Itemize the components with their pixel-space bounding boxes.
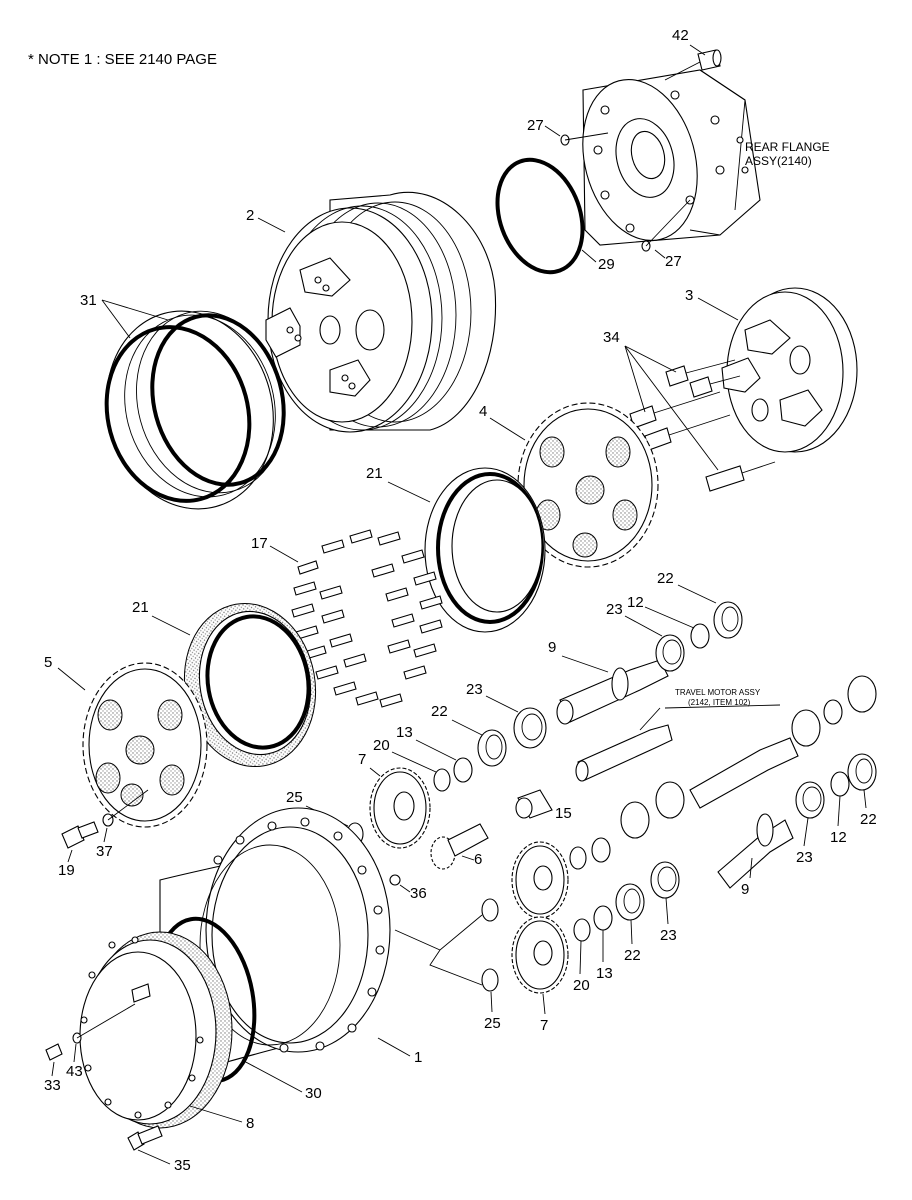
- callout-17: 17: [251, 535, 268, 552]
- part-12-spacer-b: [830, 771, 850, 797]
- svg-text:(2142, ITEM 102): (2142, ITEM 102): [688, 698, 751, 707]
- leader-connector: [394, 914, 483, 986]
- callout-21-b: 21: [132, 599, 149, 616]
- part-9-shaft-b: [717, 813, 794, 889]
- part-7-gear-b: [511, 841, 569, 994]
- part-7-gear-a: [369, 767, 431, 849]
- callout-20-a: 20: [373, 737, 390, 754]
- part-31-seal: [104, 310, 286, 510]
- callout-5: 5: [44, 654, 52, 671]
- svg-text:ASSY(2140): ASSY(2140): [745, 154, 812, 168]
- part-2-housing: [265, 191, 497, 433]
- part-9-shaft-a: [556, 659, 669, 725]
- note-text: * NOTE 1 : SEE 2140 PAGE: [28, 51, 217, 68]
- part-21-washer-a: [424, 467, 546, 633]
- ring-mid-right: [591, 837, 611, 863]
- part-36-pin: [389, 874, 401, 886]
- part-6-pinion: [430, 823, 489, 870]
- callout-12-b: 12: [830, 829, 847, 846]
- callout-13-a: 13: [396, 724, 413, 741]
- callout-3: 3: [685, 287, 693, 304]
- callout-6: 6: [474, 851, 482, 868]
- part-20-ring-b: [573, 918, 591, 942]
- rear-flange-assy: [582, 69, 761, 246]
- shaft-mid-right: [689, 737, 799, 809]
- part-21-washer-b: [183, 602, 317, 768]
- callout-23-a: 23: [606, 601, 623, 618]
- part-34-pins: [629, 359, 776, 492]
- part-5-gear: [82, 662, 208, 828]
- part-13-ring-a: [453, 757, 473, 783]
- callout-22-a: 22: [657, 570, 674, 587]
- bearing-mid-right-2: [620, 801, 650, 839]
- bearing-upper-right: [847, 675, 877, 713]
- callout-22-c: 22: [860, 811, 877, 828]
- part-25-ring-b: [481, 968, 499, 992]
- callout-23-c: 23: [796, 849, 813, 866]
- bearing-mid-right: [655, 781, 685, 819]
- part-3-carrier: [721, 287, 858, 453]
- callout-25-a: 25: [286, 789, 303, 806]
- callout-8: 8: [246, 1115, 254, 1132]
- callout-42: 42: [672, 27, 689, 44]
- callout-19: 19: [58, 862, 75, 879]
- callout-36: 36: [410, 885, 427, 902]
- callout-27-b: 27: [665, 253, 682, 270]
- part-42-pin: [664, 49, 722, 81]
- callout-21-a: 21: [366, 465, 383, 482]
- callout-31: 31: [80, 292, 97, 309]
- callout-9-a: 9: [548, 639, 556, 656]
- callout-37: 37: [96, 843, 113, 860]
- callout-15: 15: [555, 805, 572, 822]
- svg-text:REAR FLANGE: REAR FLANGE: [745, 140, 830, 154]
- part-19-bolt: [61, 821, 99, 849]
- callout-7-b: 7: [540, 1017, 548, 1034]
- travel-motor-label: TRAVEL MOTOR ASSY (2142, ITEM 102): [639, 688, 781, 731]
- travel-motor-shaft: [575, 724, 673, 782]
- part-29-oring: [495, 157, 585, 275]
- callout-33: 33: [44, 1077, 61, 1094]
- callout-9-b: 9: [741, 881, 749, 898]
- callout-23-d: 23: [660, 927, 677, 944]
- part-13-ring-b: [593, 905, 613, 931]
- callout-2: 2: [246, 207, 254, 224]
- part-4-gear: [517, 402, 659, 568]
- callout-35: 35: [174, 1157, 191, 1174]
- svg-text:TRAVEL MOTOR ASSY: TRAVEL MOTOR ASSY: [675, 688, 761, 697]
- callout-20-b: 20: [573, 977, 590, 994]
- callout-1: 1: [414, 1049, 422, 1066]
- callout-22-b: 22: [431, 703, 448, 720]
- callout-25-b: 25: [484, 1015, 501, 1032]
- callout-27-a: 27: [527, 117, 544, 134]
- callout-7-a: 7: [358, 751, 366, 768]
- part-15-bushing: [515, 789, 553, 819]
- bearing-upper-right-2: [791, 709, 821, 747]
- part-25-ring-b-upper: [481, 898, 499, 922]
- part-12-spacer-a: [690, 623, 710, 649]
- part-8-cover: [79, 931, 233, 1129]
- callout-43: 43: [66, 1063, 83, 1080]
- ring-upper-right: [823, 699, 843, 725]
- callout-30: 30: [305, 1085, 322, 1102]
- callout-13-b: 13: [596, 965, 613, 982]
- part-17-rollers: [291, 529, 443, 708]
- part-20-ring-a: [433, 768, 451, 792]
- callout-29: 29: [598, 256, 615, 273]
- callout-4: 4: [479, 403, 487, 420]
- callout-23-b: 23: [466, 681, 483, 698]
- rear-flange-label: REAR FLANGE ASSY(2140): [745, 140, 830, 168]
- part-35-bolt: [127, 1125, 163, 1151]
- callout-22-d: 22: [624, 947, 641, 964]
- callout-12-a: 12: [627, 594, 644, 611]
- callout-34: 34: [603, 329, 620, 346]
- ring-mid-right-2: [569, 846, 587, 870]
- part-33-plug: [45, 1043, 63, 1061]
